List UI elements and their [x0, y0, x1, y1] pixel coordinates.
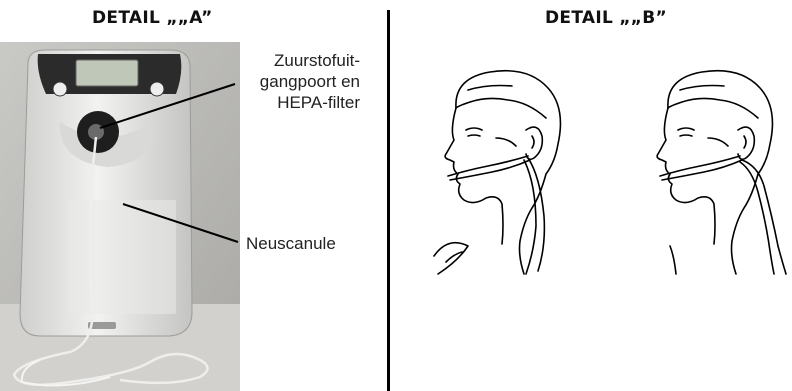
cannula-leader-line [123, 204, 238, 242]
port-label-line-1: Zuurstofuit- [220, 50, 360, 71]
port-leader-line [100, 84, 235, 128]
port-label-line-3: HEPA-filter [220, 92, 360, 113]
head-illustration-cannula-back [640, 66, 790, 276]
port-filter-label: Zuurstofuit- gangpoort en HEPA-filter [220, 50, 360, 113]
port-label-line-2: gangpoort en [220, 71, 360, 92]
cannula-label: Neuscanule [246, 233, 336, 254]
head-illustration-cannula-front [428, 66, 578, 276]
